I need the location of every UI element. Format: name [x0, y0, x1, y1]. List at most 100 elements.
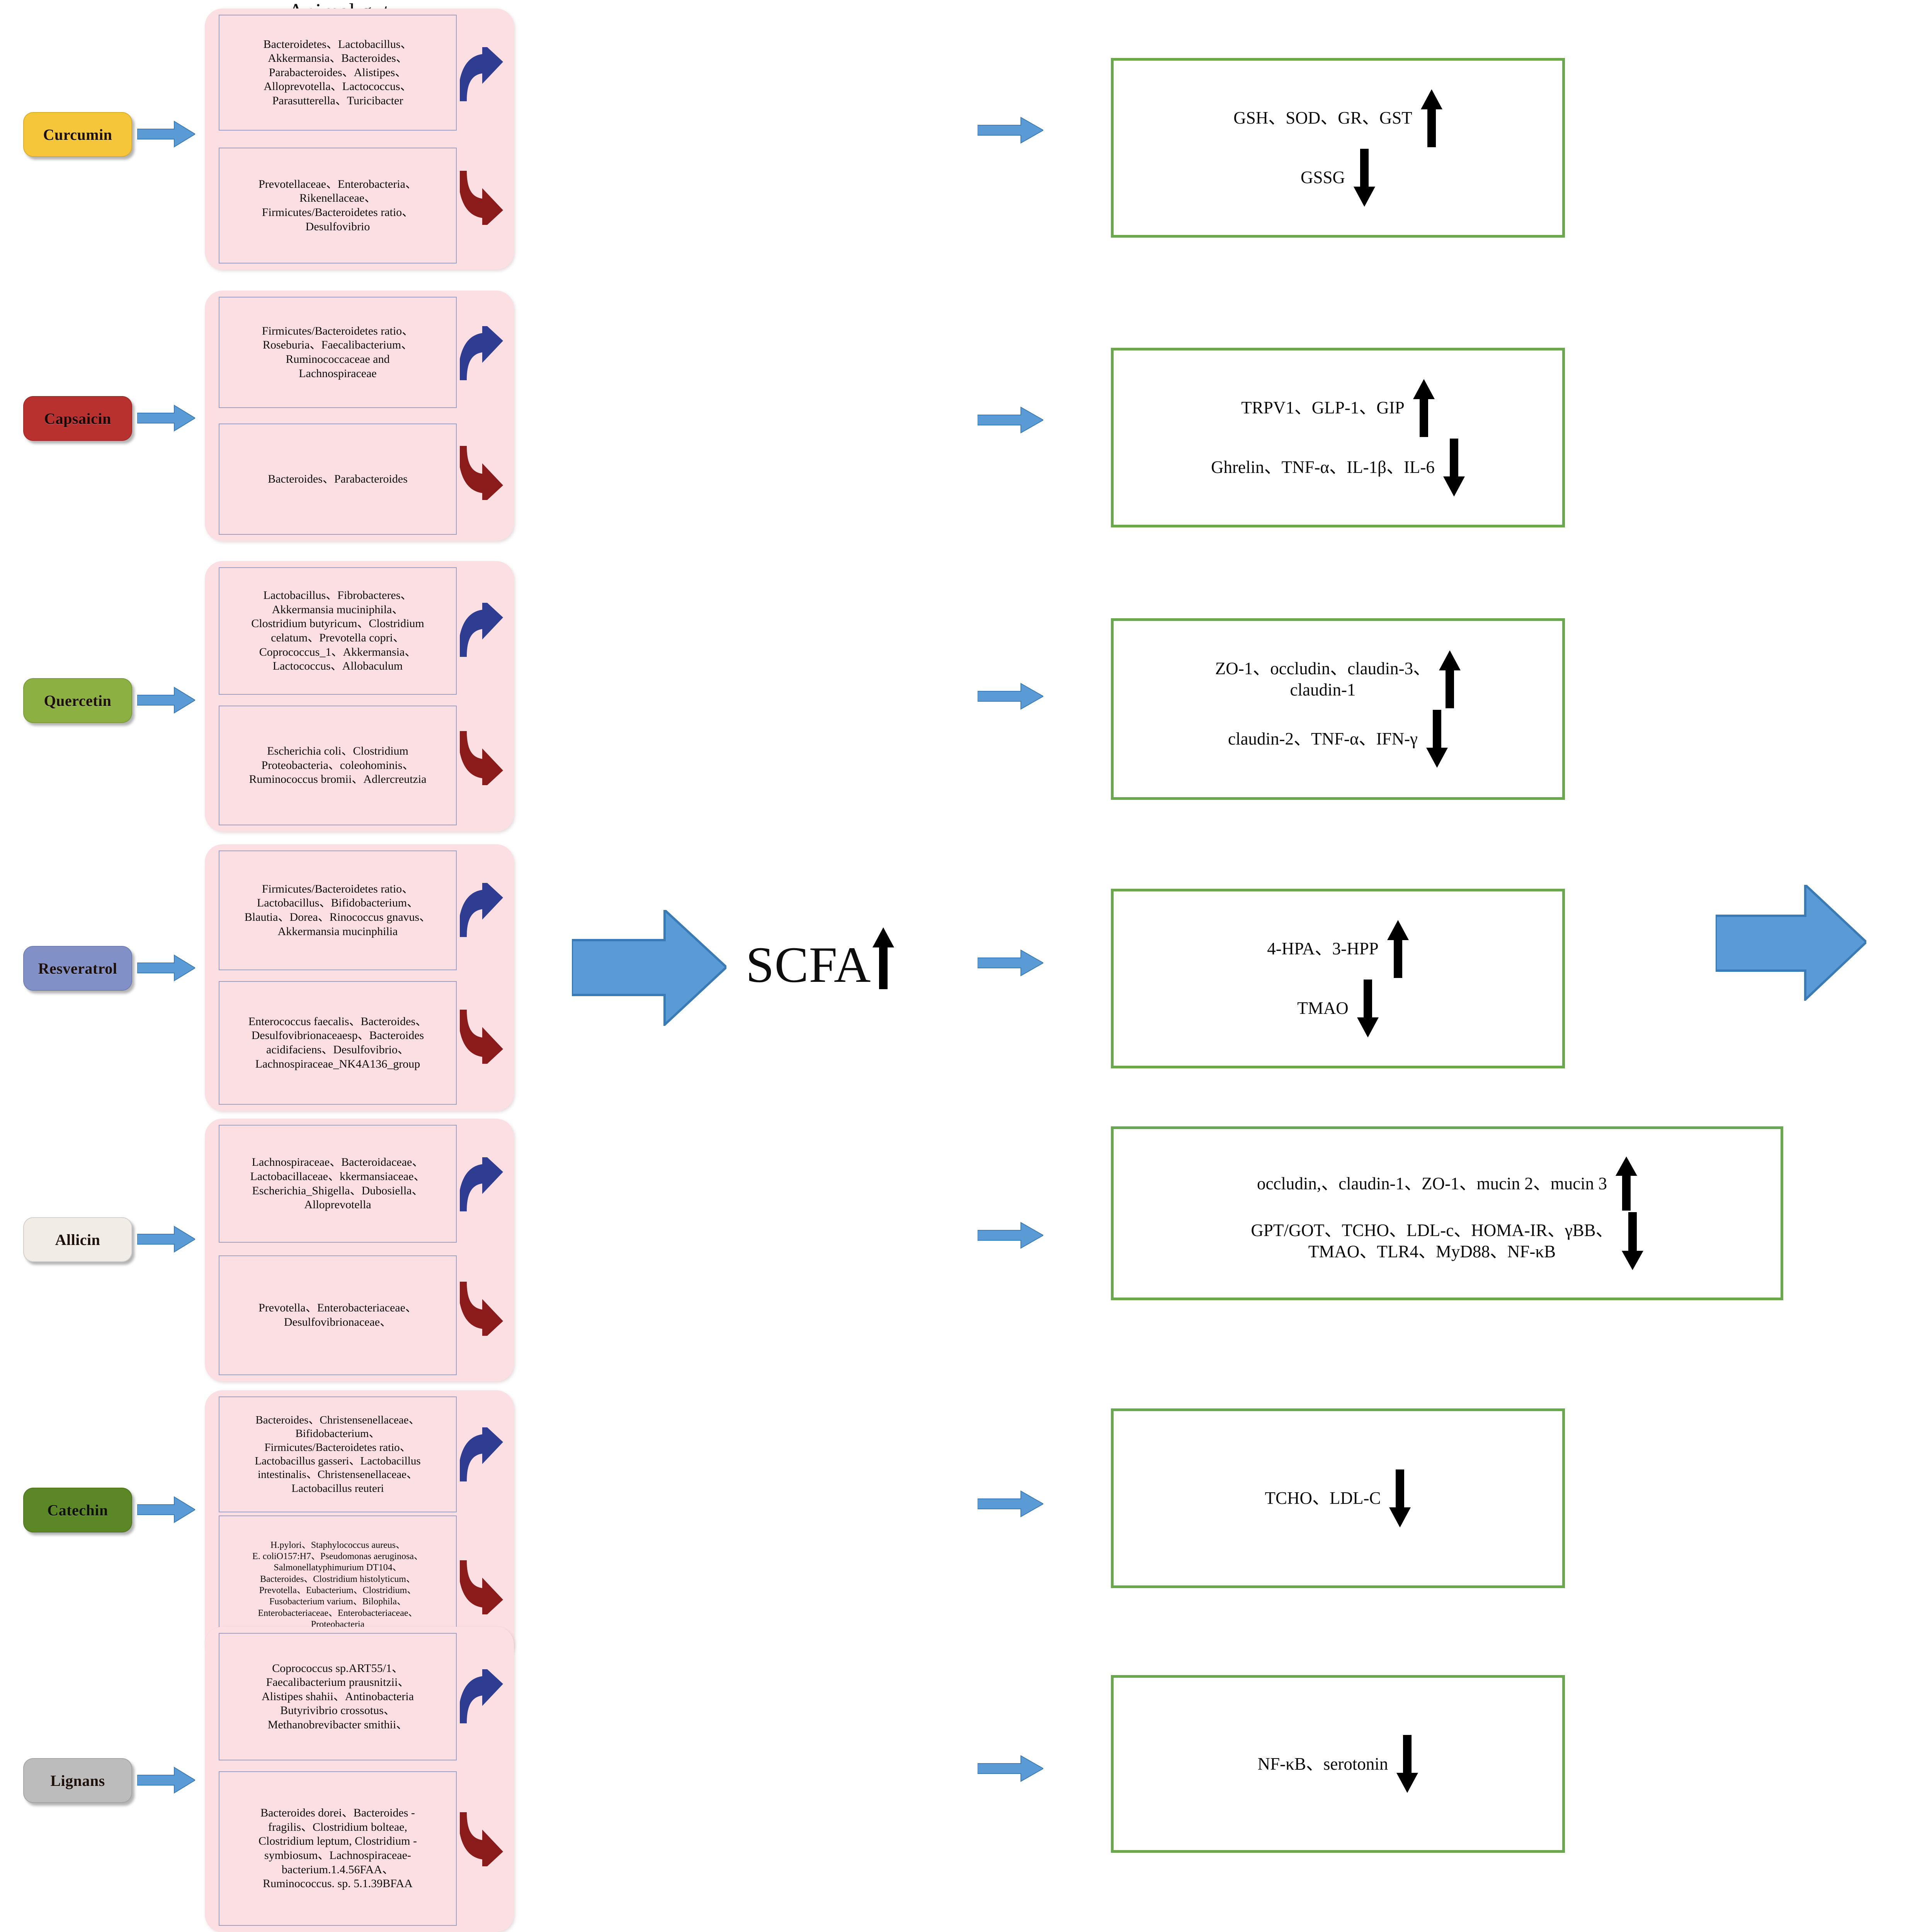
gut-decrease-list: Prevotella、Enterobacteriaceae、 Desulfovi… [219, 1255, 457, 1375]
up-arrow-icon [1387, 920, 1409, 978]
outcome-box-quercetin: ZO-1、occludin、claudin-3、 claudin-1 claud… [1111, 618, 1565, 800]
gut-panel-allicin: Lachnospiraceae、Bacteroidaceae、 Lactobac… [205, 1119, 514, 1381]
gut-increase-list: Firmicutes/Bacteroidetes ratio、 Roseburi… [219, 297, 457, 408]
gut-increase-list: Bacteroidetes、Lactobacillus、 Akkermansia… [219, 15, 457, 131]
outcome-box-lignans: NF-κB、serotonin [1111, 1675, 1565, 1853]
gut-increase-text: Coprococcus sp.ART55/1、 Faecalibacterium… [261, 1662, 414, 1731]
compound-label: Catechin [47, 1501, 108, 1519]
compound-pill-curcumin[interactable]: Curcumin [23, 112, 132, 157]
up-arrow-icon [1616, 1156, 1638, 1211]
outcome-decrease-row: TMAO [1114, 979, 1562, 1038]
down-arrow-icon [1621, 1212, 1643, 1270]
gut-increase-list: Lachnospiraceae、Bacteroidaceae、 Lactobac… [219, 1125, 457, 1243]
gut-increase-list: Lactobacillus、Fibrobacteres、 Akkermansia… [219, 567, 457, 695]
down-curve-arrow-icon [460, 1808, 509, 1866]
arrow-scfa-to-outcome [978, 682, 1043, 711]
compound-label: Allicin [55, 1231, 100, 1248]
gut-increase-list: Bacteroides、Christensenellaceae、 Bifidob… [219, 1396, 457, 1512]
outcome-decrease-text: GSSG [1300, 168, 1345, 187]
outcome-increase-row: 4-HPA、3-HPP [1114, 919, 1562, 979]
outcome-decrease-row: claudin-2、TNF-α、IFN-γ [1114, 709, 1562, 769]
down-curve-arrow-icon [460, 442, 509, 500]
outcome-box-resveratrol: 4-HPA、3-HPP TMAO [1111, 889, 1565, 1068]
arrow-compound-to-gut [137, 1226, 195, 1253]
up-curve-arrow-icon [460, 1427, 509, 1485]
outcome-decrease-row: Ghrelin、TNF-α、IL-1β、IL-6 [1114, 438, 1562, 497]
arrow-compound-to-gut [137, 954, 195, 981]
gut-increase-text: Bacteroides、Christensenellaceae、 Bifidob… [255, 1413, 421, 1495]
outcome-increase-text: 4-HPA、3-HPP [1267, 939, 1379, 959]
outcome-increase-text: GSH、SOD、GR、GST [1233, 108, 1412, 128]
gut-panel-catechin: Bacteroides、Christensenellaceae、 Bifidob… [205, 1390, 514, 1661]
compound-pill-allicin[interactable]: Allicin [23, 1217, 132, 1262]
down-curve-arrow-icon [460, 727, 509, 785]
down-arrow-icon [1357, 979, 1379, 1037]
big-arrow-gut-to-scfa [572, 910, 726, 1026]
gut-panel-curcumin: Bacteroidetes、Lactobacillus、 Akkermansia… [205, 9, 514, 270]
outcome-decrease-text: TCHO、LDL-C [1265, 1488, 1381, 1508]
outcome-decrease-text: TMAO [1297, 998, 1349, 1018]
outcome-decrease-row: NF-κB、serotonin [1114, 1734, 1562, 1794]
gut-decrease-text: H.pylori、Staphylococcus aureus、 E. coliO… [252, 1540, 423, 1629]
gut-panel-resveratrol: Firmicutes/Bacteroidetes ratio、 Lactobac… [205, 844, 514, 1111]
gut-increase-list: Firmicutes/Bacteroidetes ratio、 Lactobac… [219, 850, 457, 970]
compound-pill-resveratrol[interactable]: Resveratrol [23, 946, 132, 991]
compound-label: Lignans [50, 1772, 105, 1789]
up-curve-arrow-icon [460, 1157, 509, 1215]
big-arrow-outcome-to-final [1716, 885, 1866, 1001]
compound-label: Quercetin [44, 692, 112, 709]
outcome-increase-text: TRPV1、GLP-1、GIP [1241, 398, 1405, 418]
arrow-scfa-to-outcome [978, 949, 1043, 977]
compound-pill-capsaicin[interactable]: Capsaicin [23, 396, 132, 441]
gut-decrease-text: Prevotellaceae、Enterobacteria、 Rikenella… [259, 177, 417, 233]
outcome-decrease-row: GPT/GOT、TCHO、LDL-c、HOMA-IR、γBB、 TMAO、TLR… [1114, 1211, 1781, 1271]
up-curve-arrow-icon [460, 47, 509, 105]
gut-decrease-list: Prevotellaceae、Enterobacteria、 Rikenella… [219, 148, 457, 264]
outcome-decrease-row: GSSG [1114, 148, 1562, 207]
gut-decrease-list: Bacteroides、Parabacteroides [219, 423, 457, 535]
compound-label: Curcumin [43, 126, 112, 143]
compound-pill-catechin[interactable]: Catechin [23, 1488, 132, 1532]
outcome-decrease-text: claudin-2、TNF-α、IFN-γ [1228, 729, 1418, 748]
arrow-compound-to-gut [137, 121, 195, 148]
gut-increase-text: Firmicutes/Bacteroidetes ratio、 Roseburi… [262, 324, 414, 380]
compound-label: Capsaicin [44, 410, 111, 427]
compound-pill-lignans[interactable]: Lignans [23, 1758, 132, 1803]
scfa-node: SCFA [746, 927, 895, 1002]
gut-decrease-list: Enterococcus faecalis、Bacteroides、 Desul… [219, 981, 457, 1105]
down-arrow-icon [1443, 438, 1465, 497]
up-curve-arrow-icon [460, 883, 509, 941]
down-arrow-icon [1426, 710, 1448, 768]
gut-decrease-list: Bacteroides dorei、Bacteroides - fragilis… [219, 1771, 457, 1926]
outcome-decrease-row: TCHO、LDL-C [1114, 1469, 1562, 1528]
gut-increase-list: Coprococcus sp.ART55/1、 Faecalibacterium… [219, 1633, 457, 1760]
compound-label: Resveratrol [38, 959, 117, 977]
arrow-compound-to-gut [137, 405, 195, 432]
arrow-compound-to-gut [137, 687, 195, 714]
gut-decrease-text: Bacteroides、Parabacteroides [268, 472, 408, 485]
up-curve-arrow-icon [460, 326, 509, 384]
down-curve-arrow-icon [460, 1556, 509, 1614]
outcome-box-catechin: TCHO、LDL-C [1111, 1408, 1565, 1588]
outcome-box-capsaicin: TRPV1、GLP-1、GIP Ghrelin、TNF-α、IL-1β、IL-6 [1111, 348, 1565, 527]
arrow-scfa-to-outcome [978, 406, 1043, 434]
gut-increase-text: Lachnospiraceae、Bacteroidaceae、 Lactobac… [250, 1156, 425, 1211]
gut-panel-lignans: Coprococcus sp.ART55/1、 Faecalibacterium… [205, 1627, 514, 1932]
down-curve-arrow-icon [460, 1278, 509, 1336]
up-curve-arrow-icon [460, 603, 509, 661]
arrow-scfa-to-outcome [978, 1754, 1043, 1783]
outcome-increase-row: GSH、SOD、GR、GST [1114, 88, 1562, 148]
down-arrow-icon [1396, 1735, 1418, 1793]
outcome-decrease-text: GPT/GOT、TCHO、LDL-c、HOMA-IR、γBB、 TMAO、TLR… [1251, 1221, 1613, 1261]
down-curve-arrow-icon [460, 1006, 509, 1064]
gut-decrease-text: Prevotella、Enterobacteriaceae、 Desulfovi… [259, 1301, 417, 1328]
up-curve-arrow-icon [460, 1669, 509, 1727]
arrow-scfa-to-outcome [978, 116, 1043, 145]
down-curve-arrow-icon [460, 167, 509, 225]
gut-decrease-text: Escherichia coli、Clostridium Proteobacte… [249, 745, 427, 786]
outcome-increase-text: occludin,、claudin-1、ZO-1、mucin 2、mucin 3 [1257, 1173, 1607, 1193]
outcome-box-curcumin: GSH、SOD、GR、GST GSSG [1111, 58, 1565, 238]
up-arrow-icon [1413, 379, 1435, 437]
compound-pill-quercetin[interactable]: Quercetin [23, 678, 132, 723]
